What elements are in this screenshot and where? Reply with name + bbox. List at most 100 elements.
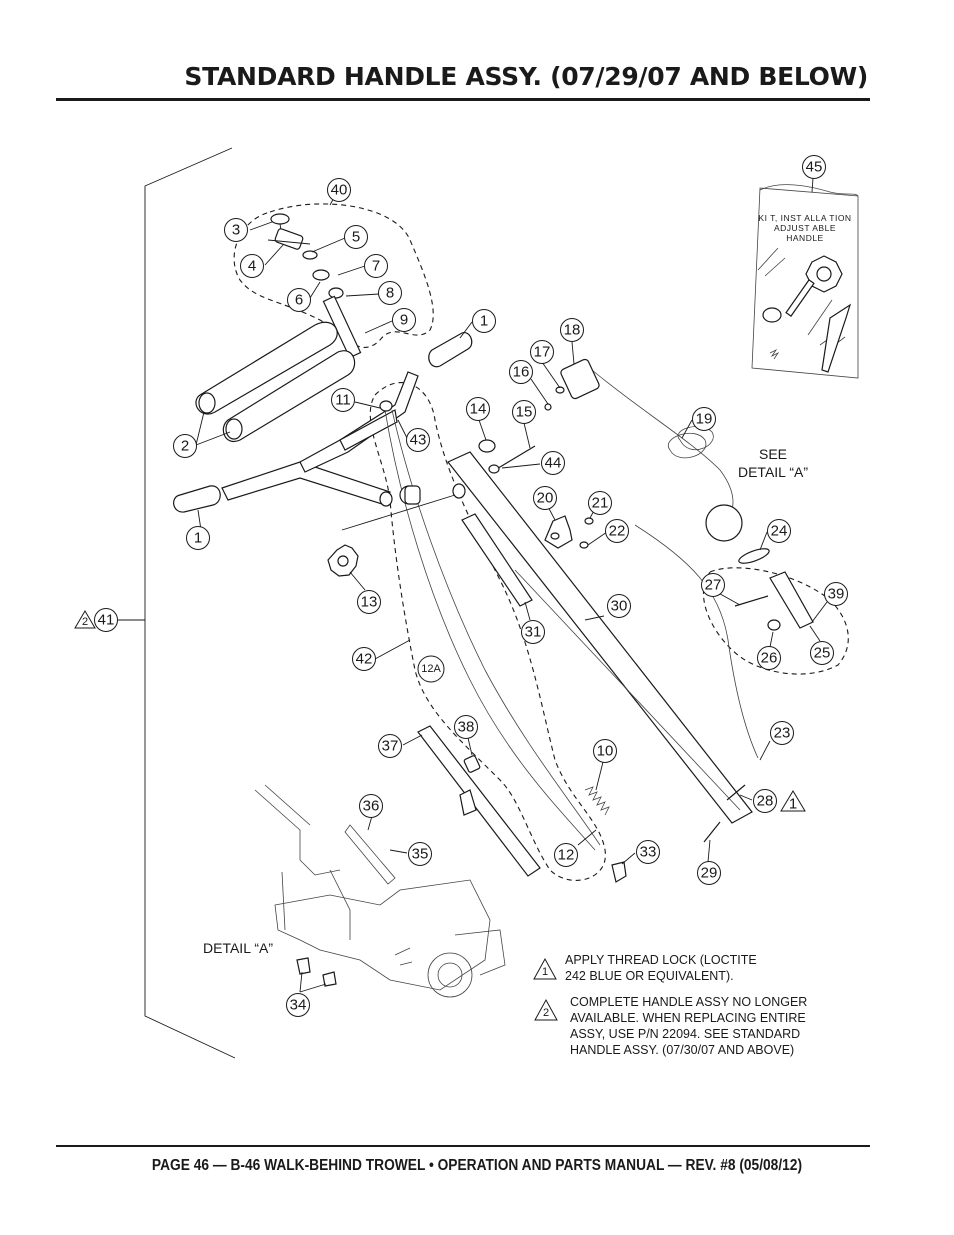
kit-label-line1: KI T, INST ALLA TION [758,213,852,223]
see-detail-line2: DETAIL “A” [737,464,808,480]
callout-30: 30 [607,594,631,618]
note-marker-41: 2 [74,610,96,629]
note-1-line2: 242 BLUE OR EQUIVALENT). [565,969,734,983]
callout-7: 7 [364,254,388,278]
group-39-outline [703,567,849,675]
note-2-line3: ASSY, USE P/N 22094. SEE STANDARD [570,1027,801,1041]
callout-37: 37 [378,734,402,758]
clamp-assembly [734,548,814,631]
svg-text:19: 19 [696,411,713,428]
svg-text:35: 35 [412,846,429,863]
callout-45: 45 [802,155,826,179]
page-footer: PAGE 46 — B-46 WALK-BEHIND TROWEL • OPER… [151,1157,803,1174]
callout-2: 2 [173,434,197,458]
callout-33: 33 [636,840,660,864]
svg-text:11: 11 [335,392,351,409]
page-title: STANDARD HANDLE ASSY. (07/29/07 AND BELO… [184,62,868,91]
callout-9: 9 [392,308,416,332]
svg-text:41: 41 [98,612,115,629]
callout-39: 39 [824,582,848,606]
callout-20: 20 [533,486,557,510]
svg-text:13: 13 [361,594,378,611]
svg-text:40: 40 [331,182,348,199]
svg-text:1: 1 [789,796,797,813]
callout-36: 36 [359,794,383,818]
handle-cap-assembly [267,213,362,359]
svg-text:42: 42 [356,651,373,668]
callout-16: 16 [509,360,533,384]
callout-34: 34 [286,993,310,1017]
callout-8: 8 [378,281,402,305]
svg-text:34: 34 [290,997,307,1014]
callout-1b: 1 [186,526,210,550]
svg-text:30: 30 [611,598,628,615]
note-1-line1: APPLY THREAD LOCK (LOCTITE [565,953,757,967]
callout-28: 28 [753,789,777,813]
svg-text:3: 3 [232,222,240,239]
svg-text:9: 9 [400,312,408,329]
svg-text:4: 4 [248,258,256,275]
callout-5: 5 [344,225,368,249]
svg-text:10: 10 [597,743,614,760]
callout-35: 35 [408,842,432,866]
svg-text:37: 37 [382,738,399,755]
svg-text:29: 29 [701,865,718,882]
footer-rule [56,1145,870,1147]
callout-40: 40 [327,178,351,202]
svg-text:21: 21 [592,495,609,512]
callout-4: 4 [240,254,264,278]
see-detail-label: SEE DETAIL “A” [728,445,818,481]
svg-text:43: 43 [410,432,427,449]
svg-text:20: 20 [537,490,554,507]
svg-text:38: 38 [458,719,475,736]
svg-text:16: 16 [513,364,530,381]
detail-a-sketch [254,784,506,998]
svg-text:31: 31 [525,624,542,641]
callout-17: 17 [530,340,554,364]
svg-text:12A: 12A [421,663,441,675]
svg-text:1: 1 [542,966,548,978]
callout-14: 14 [466,397,490,421]
svg-text:8: 8 [386,285,394,302]
note-marker-1: 1 [533,957,557,980]
svg-text:36: 36 [363,798,380,815]
svg-text:25: 25 [814,645,831,662]
hardware-bolts [611,784,746,883]
note-2-line4: HANDLE ASSY. (07/30/07 AND ABOVE) [570,1043,795,1057]
header-rule [56,98,870,101]
callout-31: 31 [521,620,545,644]
svg-text:22: 22 [609,523,626,540]
kit-bag-label: KI T, INST ALLA TION ADJUST ABLE HANDLE [752,213,858,243]
callout-38: 38 [454,715,478,739]
callout-18: 18 [560,318,584,342]
callout-42: 42 [352,647,376,671]
callout-19: 19 [692,407,716,431]
callout-10: 10 [593,739,617,763]
callout-21: 21 [588,491,612,515]
svg-text:14: 14 [470,401,487,418]
svg-text:45: 45 [806,159,823,176]
kit-label-line2: ADJUST ABLE [773,223,837,233]
group-40-outline [233,203,434,348]
note-marker-2: 2 [534,998,558,1021]
callout-41: 41 [94,608,118,632]
assembly-bracket [118,147,236,1059]
callout-15: 15 [512,400,536,424]
note-1: APPLY THREAD LOCK (LOCTITE 242 BLUE OR E… [565,952,757,984]
svg-text:33: 33 [640,844,657,861]
callout-26: 26 [757,646,781,670]
callout-25: 25 [810,641,834,665]
main-tube [447,451,753,824]
callout-1a: 1 [472,309,496,333]
callout-24: 24 [767,519,791,543]
pivot-parts [327,358,743,577]
svg-text:23: 23 [774,725,791,742]
callout-11: 11 [331,388,355,412]
spring [584,786,610,816]
callout-12a: 12A [417,655,445,683]
callout-29: 29 [697,861,721,885]
callout-3: 3 [224,218,248,242]
callout-27: 27 [701,573,725,597]
callout-43: 43 [406,428,430,452]
